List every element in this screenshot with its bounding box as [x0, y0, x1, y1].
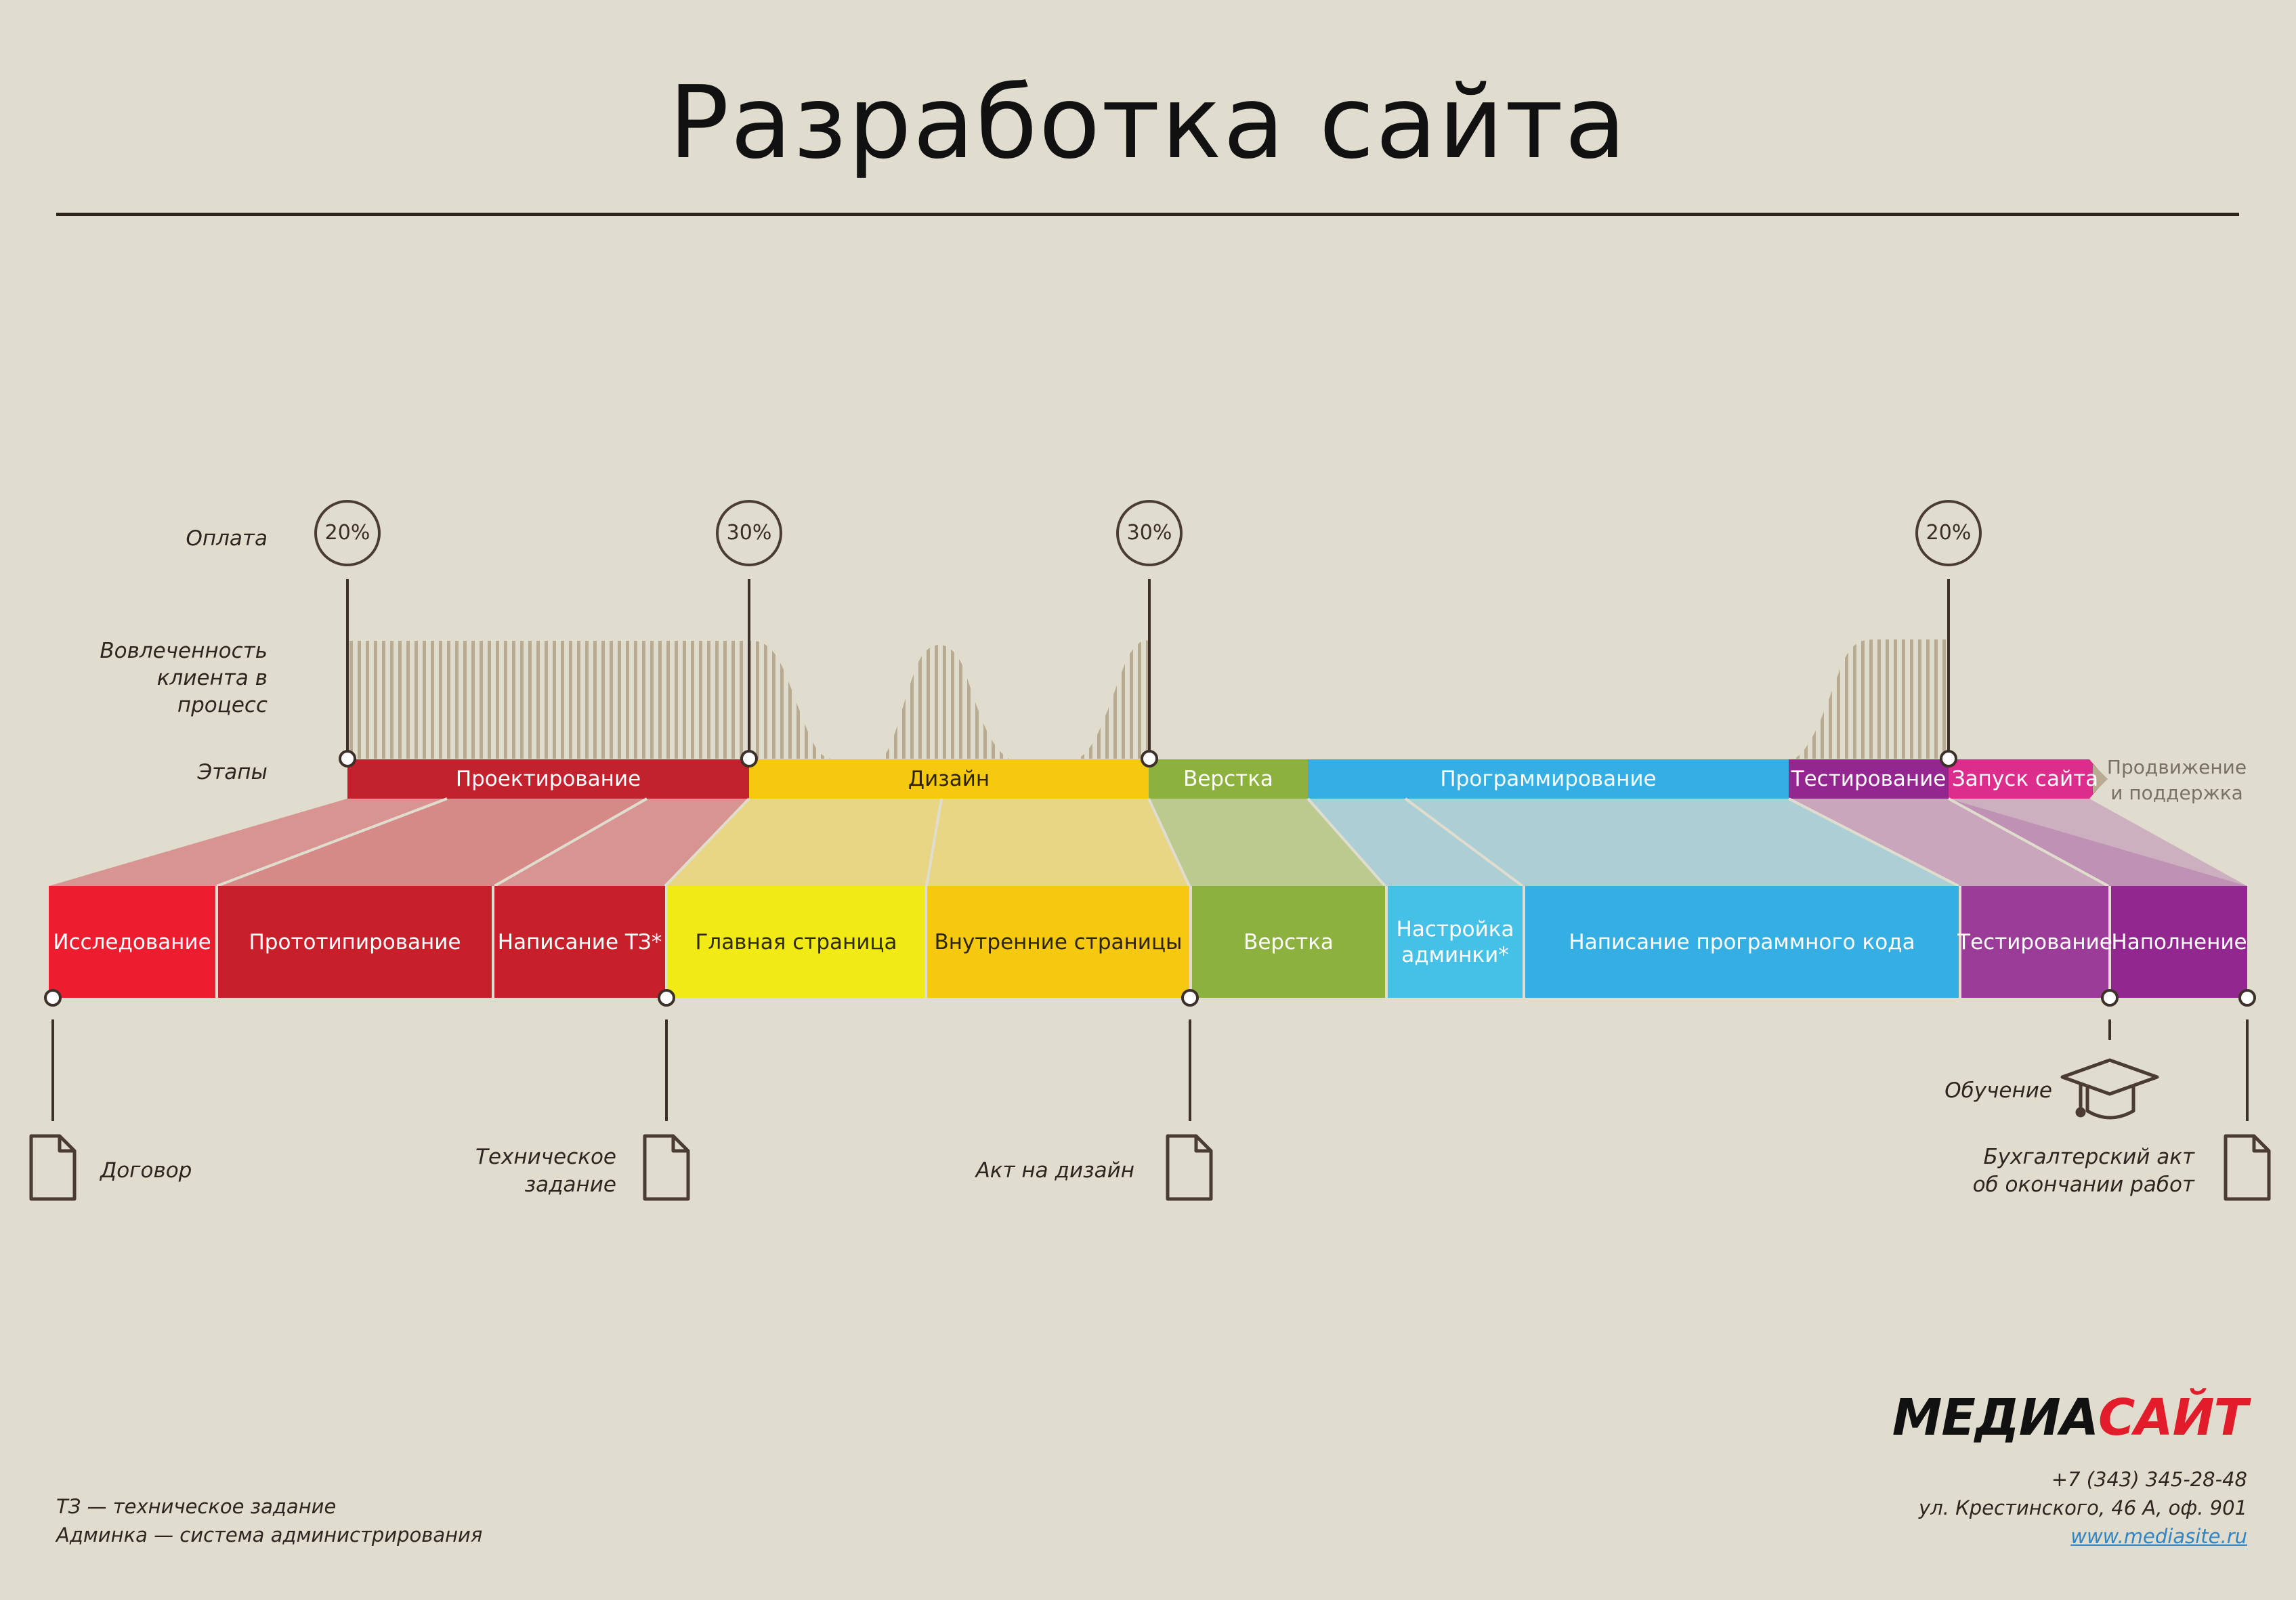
payment-circle-4 [1915, 500, 1982, 566]
doc-label-final-act: Бухгалтерский акт об окончании работ [1972, 1145, 2194, 1197]
row-label-payment: Оплата [186, 526, 268, 551]
contact-website-wrap: www.mediasite.ru [2070, 1522, 2247, 1551]
stage-nodes [339, 750, 1957, 767]
doc-label-contract: Договор [100, 1158, 192, 1183]
task-coding: Написание программного кода [1569, 929, 1915, 954]
payment-markers [314, 500, 1982, 566]
footnote-admin: Админка — система администрирования [56, 1523, 483, 1546]
footnote-spec: ТЗ — техническое задание [56, 1495, 337, 1518]
task-inner-pages: Внутренние страницы [934, 929, 1183, 954]
task-layout: Верстка [1243, 929, 1334, 954]
row-label-involvement: Вовлеченность клиента в процесс [3, 637, 268, 719]
title-divider [56, 213, 2239, 216]
brand-logo: МЕДИАСАЙТ [1892, 1389, 2248, 1447]
page-title: Разработка сайта [668, 64, 1628, 181]
document-icon-final-act [2224, 1134, 2271, 1201]
stage-label-programming: Программирование [1440, 767, 1657, 791]
payment-circle-1 [314, 500, 381, 566]
payment-connectors [346, 579, 1950, 759]
stage-label-testing: Тестирование [1791, 767, 1947, 791]
payment-label-2: 30% [726, 521, 772, 545]
contact-phone: +7 (343) 345-28-48 [2051, 1468, 2247, 1491]
involvement-curve [347, 639, 1947, 759]
row-label-involvement-text: Вовлеченность клиента в процесс [100, 639, 268, 717]
document-icon-contract [29, 1134, 77, 1201]
doc-label-spec: Техническое задание [475, 1145, 616, 1197]
task-content: Наполнение [2111, 929, 2247, 954]
task-admin-setup: Настройка админки* [1396, 917, 1514, 967]
stage-bar [347, 759, 2108, 799]
graduation-cap-icon [2060, 1058, 2159, 1120]
task-research: Исследование [53, 929, 211, 954]
stage-label-launch: Запуск сайта [1951, 767, 2099, 791]
document-icon-design-act [1166, 1134, 1213, 1201]
payment-label-4: 20% [1926, 521, 1972, 545]
stage-label-design: Дизайн [908, 767, 990, 791]
task-home-page: Главная страница [695, 929, 897, 954]
website-link[interactable]: www.mediasite.ru [2070, 1525, 2247, 1548]
brand-logo-part2: САЙТ [2098, 1389, 2248, 1447]
document-icon-spec [643, 1134, 690, 1201]
task-testing: Тестирование [1957, 929, 2112, 954]
stage-segment-design-bg [347, 759, 749, 799]
task-prototyping: Прототипирование [249, 929, 461, 954]
task-bar [49, 886, 2247, 998]
task-spec-writing: Написание ТЗ* [497, 929, 662, 954]
brand-logo-part1: МЕДИА [1892, 1389, 2099, 1447]
stage-label-layout: Верстка [1183, 767, 1273, 791]
row-label-stages: Этапы [197, 760, 268, 784]
task-nodes [44, 989, 2256, 1007]
doc-label-training: Обучение [1944, 1078, 2052, 1103]
payment-label-3: 30% [1126, 521, 1172, 545]
doc-label-design-act: Акт на дизайн [975, 1158, 1134, 1183]
stage-label-design-phase: Проектирование [455, 767, 641, 791]
contact-address: ул. Крестинского, 46 А, оф. 901 [1919, 1496, 2247, 1519]
payment-label-1: 20% [324, 521, 370, 545]
payment-circle-2 [716, 500, 782, 566]
payment-circle-3 [1116, 500, 1183, 566]
document-connectors [51, 1019, 2249, 1121]
stage-label-promotion: Продвижение и поддержка [2106, 756, 2247, 804]
funnel-dividers [216, 797, 2109, 887]
funnel [49, 799, 2247, 886]
